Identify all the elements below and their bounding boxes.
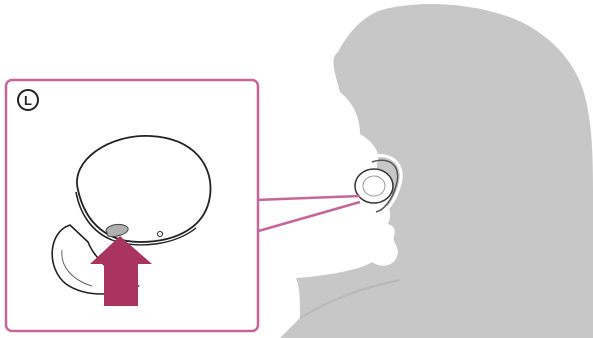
side-badge-label: L (24, 93, 32, 108)
earbud-in-ear-icon (355, 169, 393, 203)
callout-connector (255, 196, 360, 232)
left-side-badge-icon: L (18, 90, 38, 110)
head-silhouette-icon (280, 4, 593, 338)
